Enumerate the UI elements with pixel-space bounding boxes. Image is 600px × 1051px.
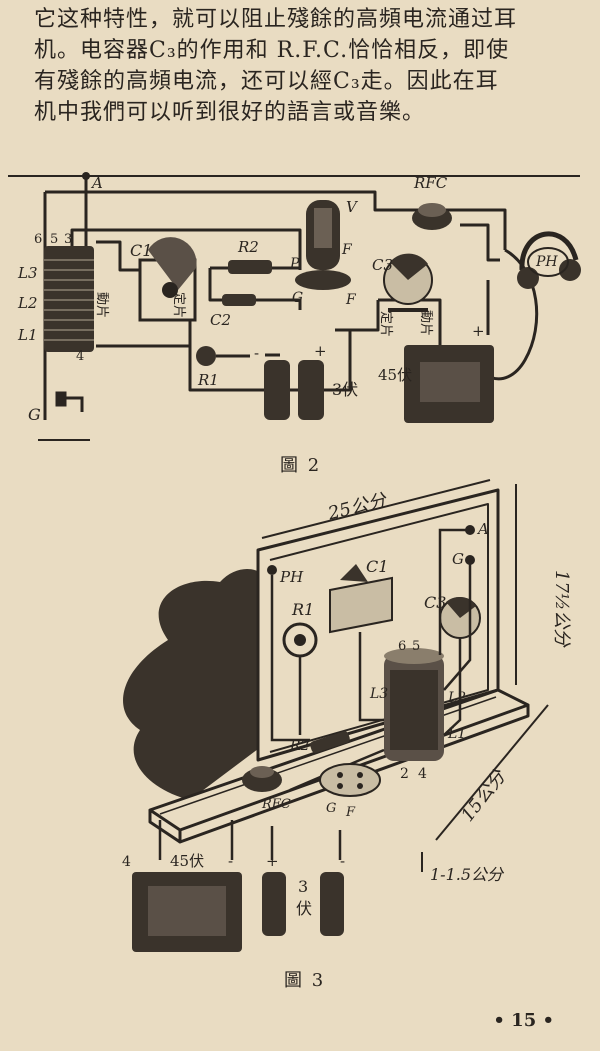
ph-label: PH [535,254,558,270]
r2-label-3: R2 [289,738,310,754]
battery-3v-number: 3 [298,877,308,896]
l3-label-3: L3 [369,686,388,702]
battery-3v-icon [264,360,324,420]
coil-icon [44,246,94,352]
resistor-r2-icon [228,260,272,274]
tube-socket-icon [319,763,381,797]
dim-thickness-label: 1-1.5公分 [430,865,505,884]
minus-sign: - [254,344,259,362]
terminal-6-label: 6 [34,232,42,247]
moving-plate-label-2: 動片 [418,310,433,336]
vacuum-tube-icon [295,200,351,290]
tube-f2-label: F [345,292,357,308]
ground-tap-icon [38,391,90,441]
cell-plus-label: + [266,852,279,870]
body-paragraph: 它这种特性，就可以阻止殘餘的高頻电流通过耳 机。电容器C₃的作用和 R.F.C.… [34,4,574,128]
fixed-plate-label-2: 定片 [378,311,393,337]
cell-minus-label: - [340,852,345,870]
terminal-5-label: 5 [50,232,58,247]
terminal-4-label: 4 [76,349,84,364]
paragraph-line: 机中我們可以听到很好的語言或音樂。 [34,100,426,125]
shadow-blob [123,568,270,800]
page-number: • 15 • [493,1010,554,1031]
paragraph-line: 机。电容器C₃的作用和 R.F.C.恰恰相反，即使 [34,38,510,63]
battery-45v-icon [404,345,494,423]
battery-45v-label-3: 45伏 [170,852,204,870]
a-terminal-label: A [476,520,489,538]
coil-terminal-6: 6 [398,639,406,654]
tube-f-label: F [341,242,353,258]
coil-label-l3: L3 [17,264,38,282]
ph-terminal-label: PH [279,568,304,586]
c3-label: C3 [372,256,393,274]
r2-label: R2 [237,238,259,256]
r1-label: R1 [197,371,219,389]
figure-2-caption: 圖 2 [280,455,322,476]
coil-label-l2: L2 [17,294,38,312]
battery-45v-icon [132,872,242,952]
c2-label: C2 [210,311,231,329]
rfc-choke-icon [412,203,452,230]
coil-terminal-2: 2 [400,766,409,782]
coil-terminal-4: 4 [418,766,427,782]
dim-depth-label: 15公分 [457,765,511,826]
battery-45v-label: 45伏 [378,366,412,384]
figure-3-assembly-drawing: 25公分 17½公分 15公分 1-1.5公分 PH A G C1 R1 C3 … [122,479,572,952]
terminal-3-label: 3 [64,232,72,247]
coil-terminal-5: 5 [412,639,420,654]
c3-label-3: C3 [424,593,446,612]
coil-label-l1: L1 [17,326,38,344]
resistor-r2-icon [310,731,350,753]
headphone-icon [517,231,581,289]
c1-label-3: C1 [366,557,388,576]
antenna-label: A [90,174,103,192]
tube-g-label: G [292,290,303,306]
r1-label-3: R1 [291,600,314,619]
socket-g-label: G [326,801,336,816]
rfc-label: RFC [413,174,448,192]
variable-capacitor-c1-icon [329,564,393,634]
rheostat-r1-icon [196,346,250,366]
socket-f-label: F [345,805,356,820]
plus-sign: + [314,342,327,360]
variable-capacitor-c3-icon [383,253,433,312]
figure-3-caption: 圖 3 [284,970,326,991]
battery-3v-icon [262,872,344,936]
capacitor-c2-icon [222,294,256,306]
tube-p-label: P [289,256,300,272]
figure-2-circuit-diagram: A L3 L2 L1 6 5 3 4 G C1 動片 定片 R2 C2 V P … [8,172,581,441]
variable-capacitor-c1-icon [138,237,197,322]
battery-minus-label: - [228,852,233,870]
dim-height-label: 17½公分 [551,570,572,648]
ground-label: G [28,405,41,424]
battery-3v-unit: 伏 [296,899,312,918]
g-terminal-label: G [452,550,464,568]
paragraph-line: 有殘餘的高頻电流，还可以經C₃走。因此在耳 [34,69,499,94]
paragraph-line: 它这种特性，就可以阻止殘餘的高頻电流通过耳 [34,7,518,32]
c1-label: C1 [130,241,152,260]
plus-sign-2: + [472,322,485,340]
battery-3v-label: 3伏 [332,380,358,399]
rfc-choke-icon [242,766,282,792]
tube-v-label: V [346,198,359,216]
coil-icon [384,648,444,761]
battery-plus-label: 4 [122,854,131,870]
l1-label-3: L1 [447,726,466,742]
fixed-plate-label: 定片 [171,292,186,318]
rfc-label-3: RFC [261,797,291,812]
l2-label-3: L2 [447,690,466,706]
moving-plate-label: 動片 [94,292,109,318]
